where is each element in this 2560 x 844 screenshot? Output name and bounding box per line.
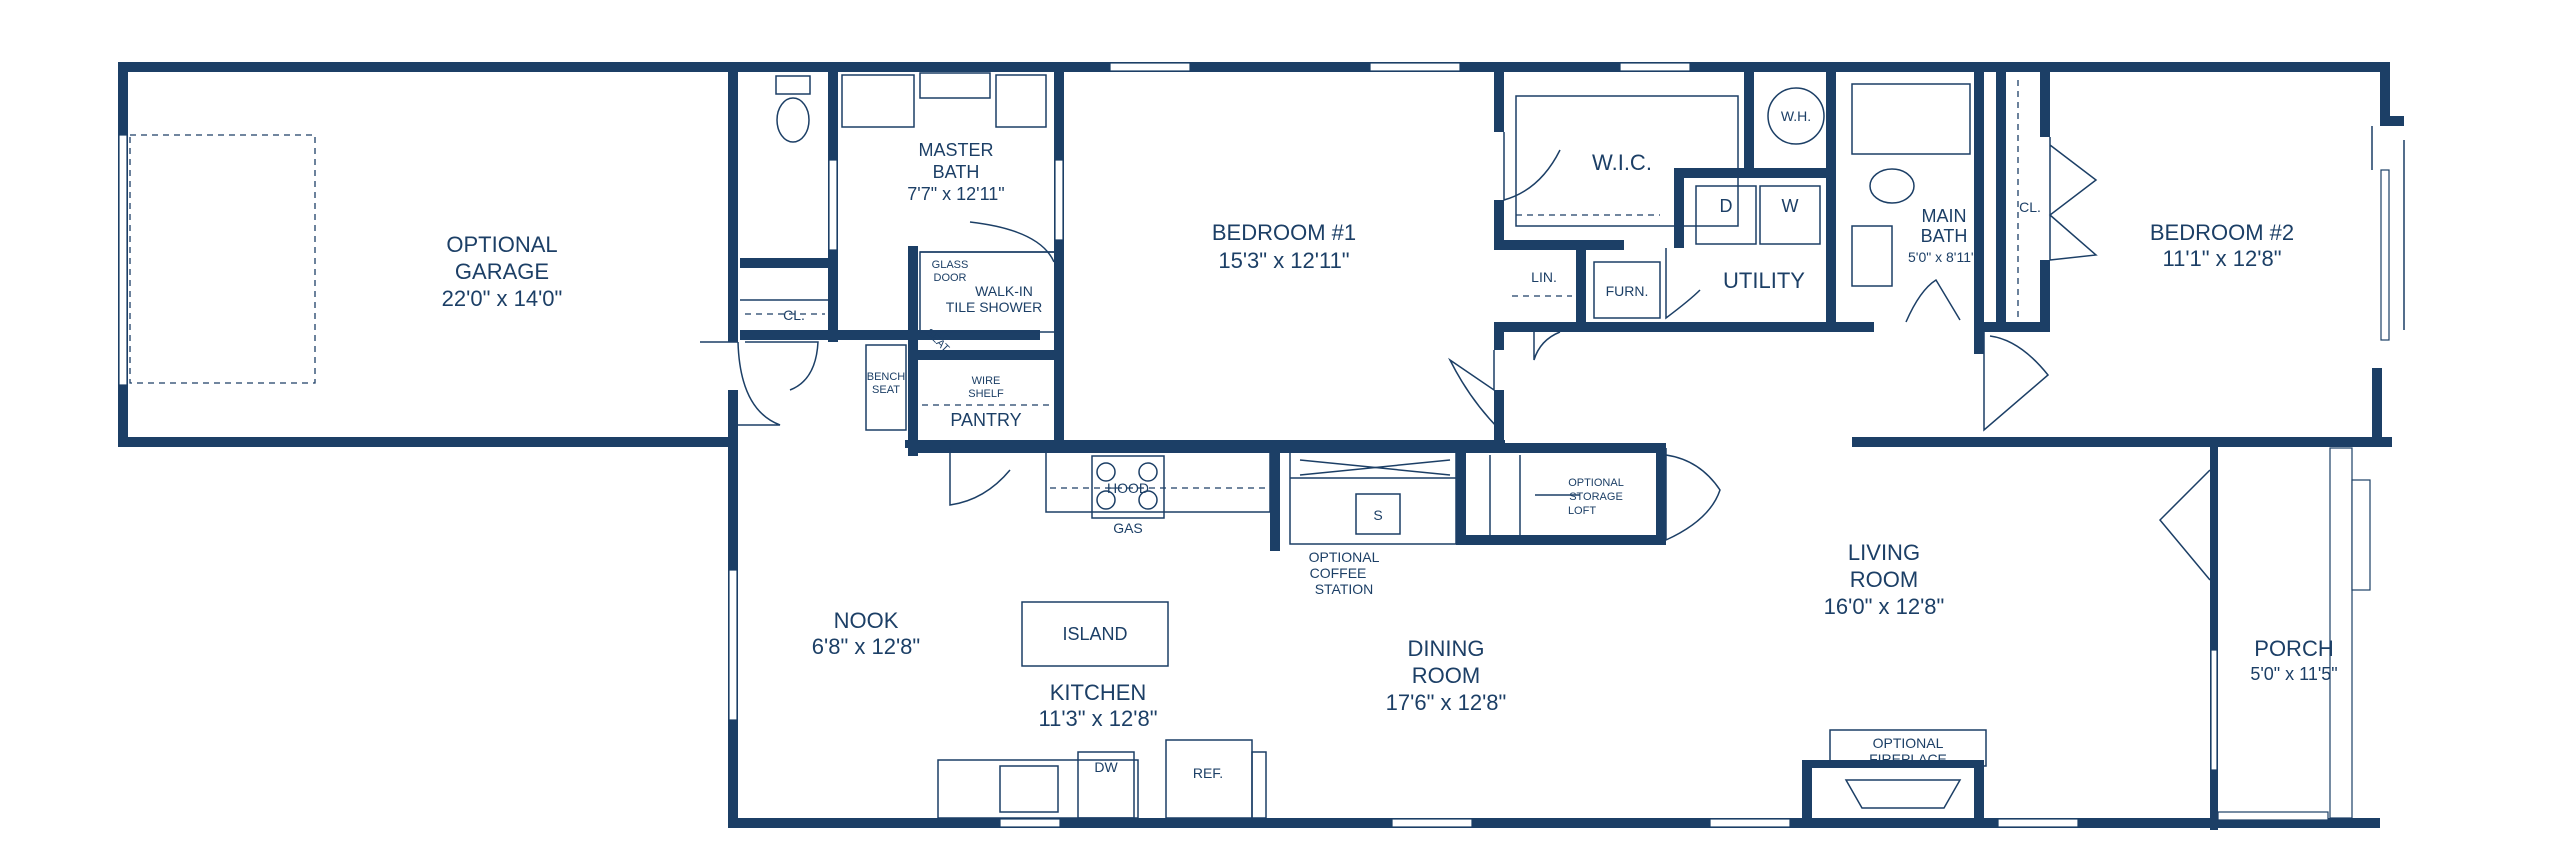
bench-line2: SEAT [872, 384, 900, 396]
pantry-label: PANTRY [950, 410, 1021, 430]
bed2-closet-label: CL. [2019, 199, 2041, 215]
kitchen-dims: 11'3" x 12'8" [1038, 706, 1157, 731]
loft-line2: STORAGE [1569, 491, 1623, 503]
garage-name-line2: GARAGE [455, 259, 549, 284]
dishwasher-label: DW [1094, 759, 1118, 775]
wire-shelf-line2: SHELF [968, 388, 1004, 400]
island-label: ISLAND [1062, 624, 1127, 644]
furnace-label: FURN. [1606, 283, 1649, 299]
fireplace-line2: FIREPLACE [1869, 751, 1947, 767]
wic-label: W.I.C. [1592, 150, 1652, 175]
shower-line2: TILE SHOWER [946, 299, 1042, 315]
fixtures [129, 72, 2019, 819]
bedroom2-name: BEDROOM #2 [2150, 220, 2294, 245]
fireplace-line1: OPTIONAL [1873, 735, 1944, 751]
hood-label: HOOD [1107, 480, 1149, 496]
glass-door-line2: DOOR [934, 272, 967, 284]
porch-dims: 5'0" x 11'5" [2250, 664, 2337, 684]
water-heater-label: W.H. [1781, 108, 1811, 124]
bedroom1-dims: 15'3" x 12'11" [1218, 248, 1349, 273]
living-line1: LIVING [1848, 540, 1920, 565]
master-bath-dims: 7'7" x 12'11" [907, 184, 1004, 204]
nook-dims: 6'8" x 12'8" [812, 634, 920, 659]
main-bath-line1: MAIN [1922, 206, 1967, 226]
coffee-station-line1: OPTIONAL [1309, 549, 1380, 565]
coffee-station-line2: COFFEE [1310, 565, 1367, 581]
dryer-label: D [1720, 196, 1733, 216]
bedroom2-dims: 11'1" x 12'8" [2162, 246, 2281, 271]
washer-label: W [1782, 196, 1799, 216]
master-bath-line1: MASTER [918, 140, 993, 160]
labels: OPTIONAL GARAGE 22'0" x 14'0" CL. MASTER… [442, 108, 2338, 781]
master-bath-line2: BATH [933, 162, 980, 182]
refrigerator-label: REF. [1193, 765, 1223, 781]
garage-dims: 22'0" x 14'0" [442, 286, 563, 311]
living-dims: 16'0" x 12'8" [1824, 594, 1945, 619]
nook-name: NOOK [834, 608, 899, 633]
loft-line3: LOFT [1568, 505, 1596, 517]
coffee-sink-label: S [1373, 507, 1382, 523]
glass-door-line1: GLASS [932, 259, 969, 271]
garage-name-line1: OPTIONAL [446, 232, 557, 257]
dining-line2: ROOM [1412, 663, 1480, 688]
bench-line1: BENCH [867, 371, 906, 383]
shower-line1: WALK-IN [975, 283, 1033, 299]
main-bath-line2: BATH [1921, 226, 1968, 246]
porch-name: PORCH [2254, 636, 2333, 661]
loft-line1: OPTIONAL [1568, 477, 1624, 489]
gas-label: GAS [1113, 520, 1143, 536]
utility-label: UTILITY [1723, 268, 1805, 293]
bedroom1-name: BEDROOM #1 [1212, 220, 1356, 245]
dining-dims: 17'6" x 12'8" [1386, 690, 1507, 715]
wire-shelf-line1: WIRE [972, 375, 1001, 387]
dining-line1: DINING [1408, 636, 1485, 661]
walls [118, 62, 2404, 830]
main-bath-dims: 5'0" x 8'11" [1908, 249, 1976, 265]
living-line2: ROOM [1850, 567, 1918, 592]
door-swings [700, 126, 2405, 581]
coffee-station-line3: STATION [1315, 581, 1374, 597]
kitchen-name: KITCHEN [1050, 680, 1147, 705]
linen-label: LIN. [1531, 269, 1557, 285]
garage-closet-label: CL. [783, 307, 805, 323]
windows [118, 62, 2390, 828]
